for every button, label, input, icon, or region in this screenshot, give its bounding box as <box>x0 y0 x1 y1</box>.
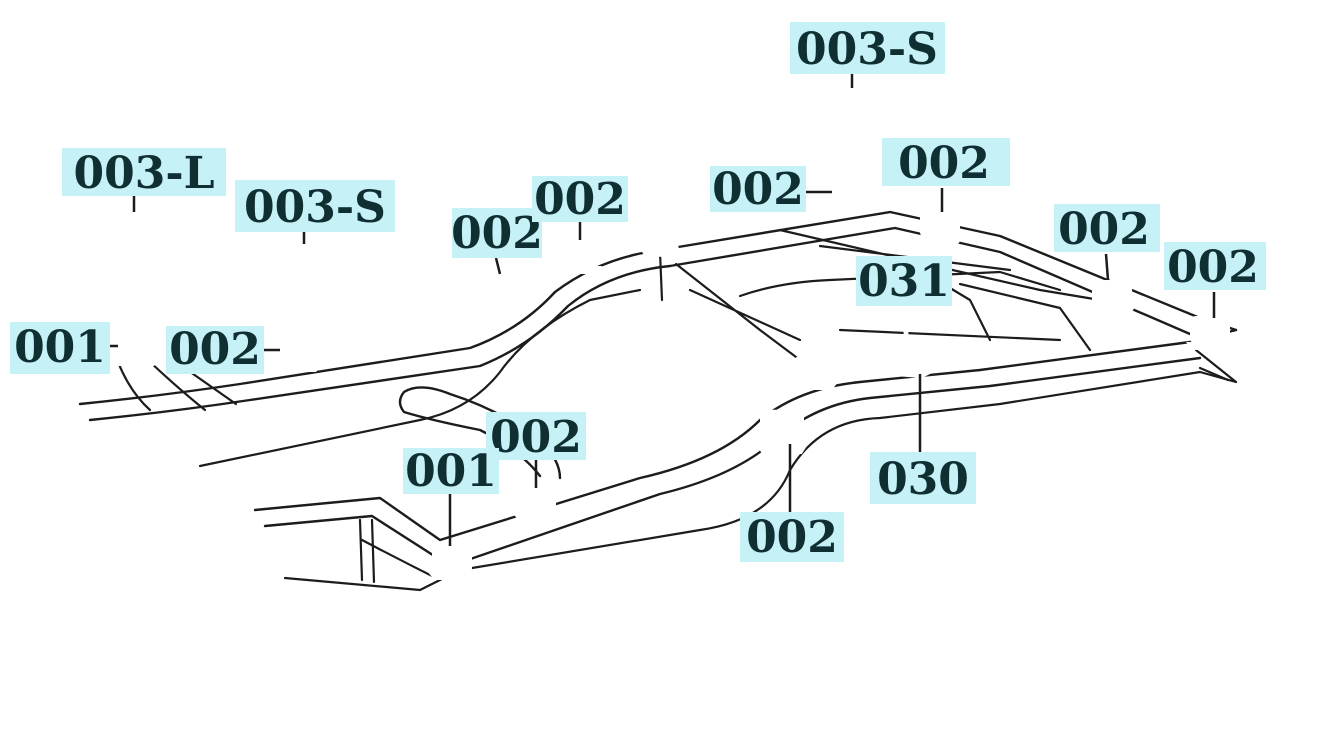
cushion-002-left-2 <box>486 272 534 306</box>
callout-002-left-3: 002 <box>532 174 628 225</box>
retainer-front-left <box>116 292 164 314</box>
center-crossmember <box>658 250 1062 362</box>
retainer-center <box>640 239 680 258</box>
callout-002-right-mid: 002 <box>486 412 586 463</box>
callout-text: 002 <box>169 324 261 375</box>
callout-030: 030 <box>870 452 976 505</box>
callout-003-s-left: 003-S <box>235 180 395 233</box>
callout-text: 003-S <box>244 182 386 233</box>
callout-text: 001 <box>405 446 497 497</box>
callout-text: 003-S <box>796 24 938 75</box>
callout-text: 002 <box>712 164 804 215</box>
mount-bolt-short <box>294 242 310 277</box>
callout-002-rear-right: 002 <box>1054 204 1160 255</box>
parts-layer <box>112 84 1234 580</box>
callout-003-l: 003-L <box>62 148 226 199</box>
cushion-002-rear-top <box>916 210 964 244</box>
left-frame-rail <box>78 210 1238 406</box>
callout-002-rear-left: 002 <box>710 164 806 215</box>
callout-text: 031 <box>858 256 950 307</box>
callout-text: 002 <box>534 174 626 225</box>
vehicle-frame <box>78 210 1238 592</box>
leader-lines <box>108 74 1216 546</box>
cushion-002-left-1 <box>274 338 322 372</box>
callout-002-rear-end: 002 <box>1164 242 1266 293</box>
cushion-002-rear-right <box>1088 280 1136 314</box>
cushion-001-right-front <box>428 546 476 580</box>
left-rail-lower-edge <box>198 288 642 468</box>
callout-002-right-rear: 002 <box>740 512 844 563</box>
cushion-002-center <box>790 356 838 390</box>
right-frame-rail <box>253 328 1238 542</box>
cushion-001-front <box>112 332 160 366</box>
callout-002-left-1: 002 <box>166 324 264 375</box>
callout-003-s-top: 003-S <box>790 22 945 75</box>
cushion-002-right-mid <box>512 486 560 520</box>
callout-text: 003-L <box>73 148 214 199</box>
callout-text: 001 <box>14 322 106 373</box>
callout-text: 002 <box>746 512 838 563</box>
rear-frame-end <box>1194 348 1238 384</box>
callout-002-rear-top: 002 <box>882 138 1010 189</box>
callout-031: 031 <box>856 256 952 307</box>
cushion-002-rear-end <box>1186 316 1234 350</box>
callout-text: 002 <box>490 412 582 463</box>
cushion-002-rear-left <box>828 178 876 212</box>
cushion-002-right-rear <box>755 409 809 454</box>
callout-002-left-2: 002 <box>451 208 543 259</box>
callout-text: 002 <box>898 138 990 189</box>
mount-bolt-center <box>899 306 913 335</box>
callout-001-front: 001 <box>10 322 110 374</box>
callout-text: 030 <box>877 454 969 505</box>
mount-bolt-long <box>124 210 140 245</box>
mount-bolt-rear <box>842 84 858 119</box>
callout-text: 002 <box>451 208 543 259</box>
cushion-002-left-3 <box>554 240 602 274</box>
callout-001-right-front: 001 <box>403 446 499 497</box>
callout-labels: 003-S 003-L 003-S 002 002 002 002 031 <box>10 22 1266 563</box>
callout-text: 002 <box>1167 242 1259 293</box>
callout-text: 002 <box>1058 204 1150 255</box>
